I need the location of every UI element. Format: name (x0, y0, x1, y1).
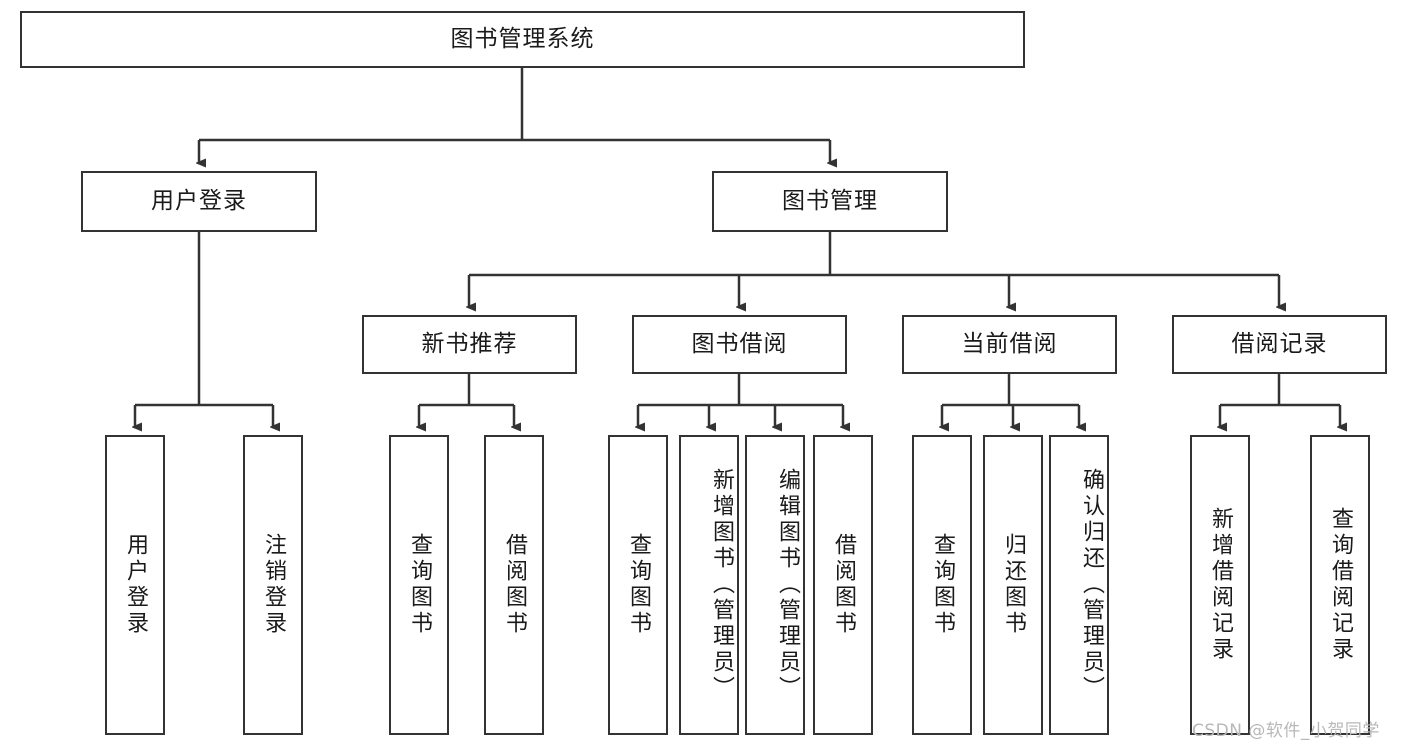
node-leaf-confirm-return[interactable]: 确认归还（管理员） (1049, 435, 1109, 735)
node-leaf-return-book[interactable]: 归还图书 (983, 435, 1043, 735)
node-user-login-label: 用户登录 (151, 187, 247, 214)
node-leaf-query-book-2-label: 查询图书 (626, 533, 651, 637)
node-leaf-user-logout-label: 注销登录 (261, 533, 286, 637)
node-leaf-edit-book[interactable]: 编辑图书（管理员） (745, 435, 805, 735)
node-borrow-record-label: 借阅记录 (1231, 330, 1328, 357)
node-book-manage[interactable]: 图书管理 (712, 171, 948, 232)
node-leaf-user-login-label: 用户登录 (123, 533, 148, 637)
node-user-login[interactable]: 用户登录 (81, 171, 317, 232)
node-leaf-query-book-3[interactable]: 查询图书 (912, 435, 972, 735)
node-new-book-recommend[interactable]: 新书推荐 (362, 315, 577, 374)
node-current-borrow-label: 当前借阅 (961, 330, 1058, 357)
node-book-borrow[interactable]: 图书借阅 (632, 315, 847, 374)
node-leaf-query-book-2[interactable]: 查询图书 (608, 435, 668, 735)
watermark: CSDN @软件_小贺同学 (1192, 721, 1380, 741)
node-leaf-confirm-return-label: 确认归还（管理员） (1079, 468, 1104, 702)
node-root[interactable]: 图书管理系统 (20, 11, 1025, 68)
node-leaf-add-record-label: 新增借阅记录 (1208, 507, 1233, 663)
node-book-manage-label: 图书管理 (782, 187, 878, 214)
node-leaf-query-book-1[interactable]: 查询图书 (389, 435, 449, 735)
node-root-label: 图书管理系统 (450, 25, 595, 52)
node-leaf-user-login[interactable]: 用户登录 (105, 435, 165, 735)
node-leaf-add-record[interactable]: 新增借阅记录 (1190, 435, 1250, 735)
node-current-borrow[interactable]: 当前借阅 (902, 315, 1117, 374)
node-leaf-add-book[interactable]: 新增图书（管理员） (679, 435, 739, 735)
node-leaf-borrow-book-1-label: 借阅图书 (502, 533, 527, 637)
node-leaf-add-book-label: 新增图书（管理员） (709, 468, 734, 702)
node-leaf-query-record-label: 查询借阅记录 (1328, 507, 1353, 663)
node-leaf-borrow-book-2[interactable]: 借阅图书 (813, 435, 873, 735)
node-leaf-user-logout[interactable]: 注销登录 (243, 435, 303, 735)
node-leaf-query-book-3-label: 查询图书 (930, 533, 955, 637)
node-book-borrow-label: 图书借阅 (691, 330, 788, 357)
node-borrow-record[interactable]: 借阅记录 (1172, 315, 1387, 374)
node-leaf-borrow-book-2-label: 借阅图书 (831, 533, 856, 637)
node-leaf-query-book-1-label: 查询图书 (407, 533, 432, 637)
node-leaf-query-record[interactable]: 查询借阅记录 (1310, 435, 1370, 735)
node-leaf-borrow-book-1[interactable]: 借阅图书 (484, 435, 544, 735)
node-leaf-return-book-label: 归还图书 (1001, 533, 1026, 637)
node-new-book-recommend-label: 新书推荐 (421, 330, 518, 357)
node-leaf-edit-book-label: 编辑图书（管理员） (775, 468, 800, 702)
